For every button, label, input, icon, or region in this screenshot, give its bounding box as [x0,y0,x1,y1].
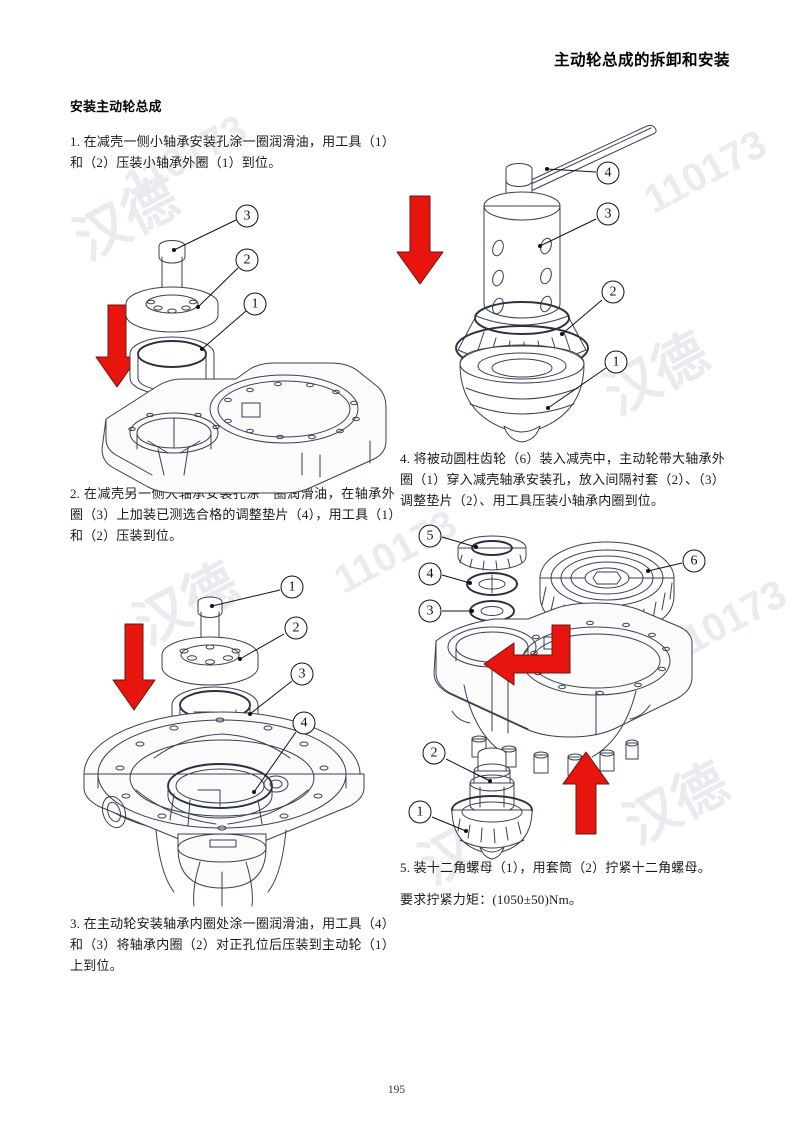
svg-text:2: 2 [431,746,438,761]
shim-ring-part [466,572,518,597]
socket-wrench-part [469,747,515,814]
right-column: 4 3 2 1 [396,96,725,910]
figure-install-small-bearing-outer-ring: 3 2 1 [70,187,395,494]
svg-text:4: 4 [605,166,612,181]
press-sleeve-tool [483,191,561,319]
left-column: 安装主动轮总成 1. 在减壳一侧小轴承安装孔涂一圈润滑油，用工具（1）和（2）压… [70,96,395,976]
svg-text:1: 1 [417,805,424,820]
red-left-arrow-icon [483,624,571,686]
svg-text:4: 4 [301,716,308,731]
press-plate-tool [161,636,259,686]
svg-text:3: 3 [244,209,251,224]
svg-text:3: 3 [427,604,434,619]
step-4-text: 4. 将被动圆柱齿轮（6）装入减壳中，主动轮带大轴承外圈（1）穿入减壳轴承安装孔… [400,451,725,509]
spacer-sleeve-part [469,600,515,623]
torque-note: 要求拧紧力矩：(1050±50)Nm。 [400,892,583,908]
callout-4: 4 [252,711,316,795]
callout-6: 6 [646,549,706,574]
step-2-text: 2. 在减壳另一侧大轴承安装孔涂一圈润滑油，在轴承外圈（3）上加装已测选合格的调… [70,486,395,544]
callout-3: 3 [538,202,620,248]
callout-3: 3 [172,204,259,253]
callout-5: 5 [418,524,478,550]
callout-1: 1 [408,800,468,834]
red-up-arrow-icon [562,751,610,835]
svg-text:2: 2 [244,253,251,268]
page-header-title: 主动轮总成的拆卸和安装 [553,52,730,69]
svg-text:2: 2 [610,285,617,300]
svg-text:3: 3 [605,207,612,222]
step-1-text: 1. 在减壳一侧小轴承安装孔涂一圈润滑油，用工具（1）和（2）压装小轴承外圈（1… [70,134,395,171]
press-lever-handle [523,124,657,192]
press-plate-tool [125,286,219,333]
page-number: 195 [387,1084,406,1096]
section-title: 安装主动轮总成 [70,99,162,114]
svg-text:4: 4 [427,567,434,582]
red-down-arrow-icon [112,623,156,711]
callout-3: 3 [248,662,314,717]
callout-2: 2 [422,741,492,784]
callout-2: 2 [238,616,308,662]
svg-text:1: 1 [252,297,259,312]
callout-4: 4 [418,562,472,586]
svg-text:3: 3 [299,667,306,682]
svg-text:1: 1 [613,355,620,370]
gearbox-housing [101,362,387,494]
callout-1: 1 [200,292,267,352]
step-5-text: 5. 装十二角螺母（1），用套筒（2）拧紧十二角螺母。 [400,860,711,876]
callout-2: 2 [560,280,625,336]
svg-text:2: 2 [293,621,300,636]
drive-pinion-part [459,344,585,443]
bearing-inner-ring-small [457,535,527,571]
figure-install-bearing-inner-ring: 4 3 2 1 [396,96,725,444]
callout-1: 1 [546,350,628,410]
svg-text:5: 5 [427,529,434,544]
red-down-arrow-icon [396,195,444,285]
svg-text:6: 6 [691,554,698,569]
callout-1: 1 [210,575,304,609]
svg-text:1: 1 [289,580,296,595]
figure-install-driven-gear-and-nut: 5 4 3 6 [400,524,725,860]
step-3-text: 3. 在主动轮安装轴承内圈处涂一圈润滑油，用工具（4）和（3）将轴承内圈（2）对… [70,916,395,974]
callout-3: 3 [418,599,474,623]
callout-4: 4 [545,161,620,185]
figure-install-large-bearing-outer-ring: 1 2 3 4 [70,562,395,907]
gearbox-housing [83,711,365,907]
twelve-point-nut-part [451,795,533,860]
callout-2: 2 [196,248,259,310]
